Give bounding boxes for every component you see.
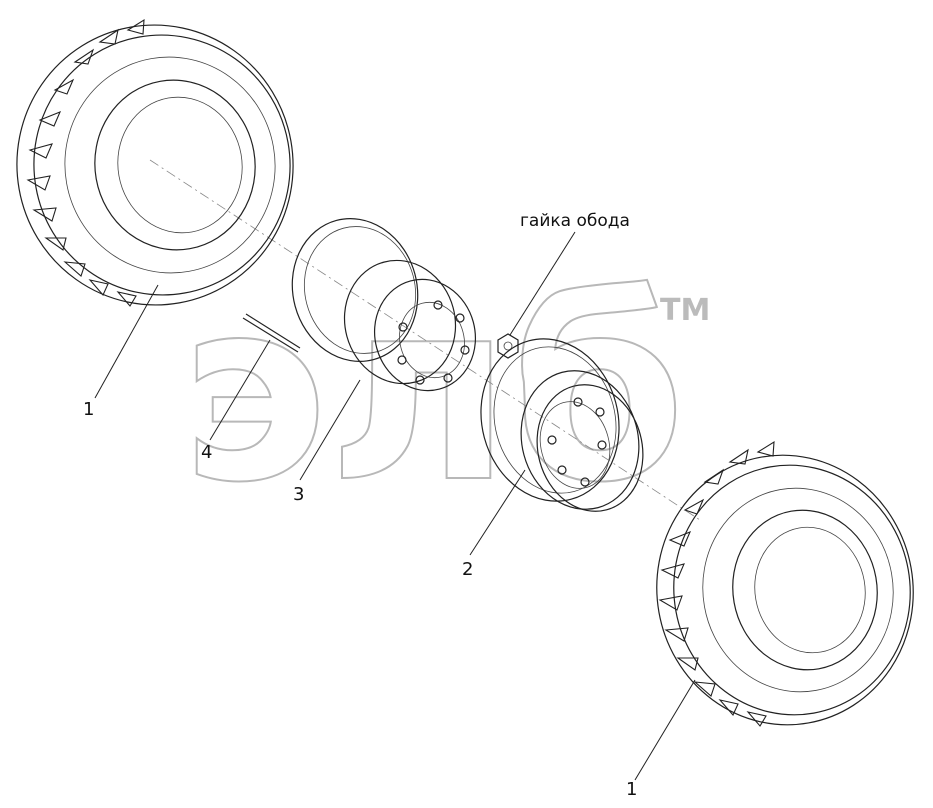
tire-bottom-right xyxy=(656,440,914,727)
label-rim-nut: гайка обода xyxy=(520,211,630,231)
label-disc-inner: 3 xyxy=(293,484,304,505)
watermark-logo: элб TM xyxy=(179,245,710,538)
label-tire-bottom: 1 xyxy=(626,779,637,800)
leader-lines xyxy=(94,231,696,781)
wheel-axis-line xyxy=(149,159,701,521)
tire-top-left xyxy=(16,18,294,307)
label-disc-outer: 2 xyxy=(462,559,473,580)
watermark-logo-text: элб xyxy=(180,246,686,537)
pin-part xyxy=(242,313,301,353)
rim-disc-inner xyxy=(291,218,477,392)
label-pin: 4 xyxy=(201,442,212,463)
watermark-trademark: TM xyxy=(660,293,710,328)
rim-disc-outer xyxy=(480,338,644,512)
rim-nut-part xyxy=(497,333,519,359)
label-tire-top: 1 xyxy=(83,399,94,420)
